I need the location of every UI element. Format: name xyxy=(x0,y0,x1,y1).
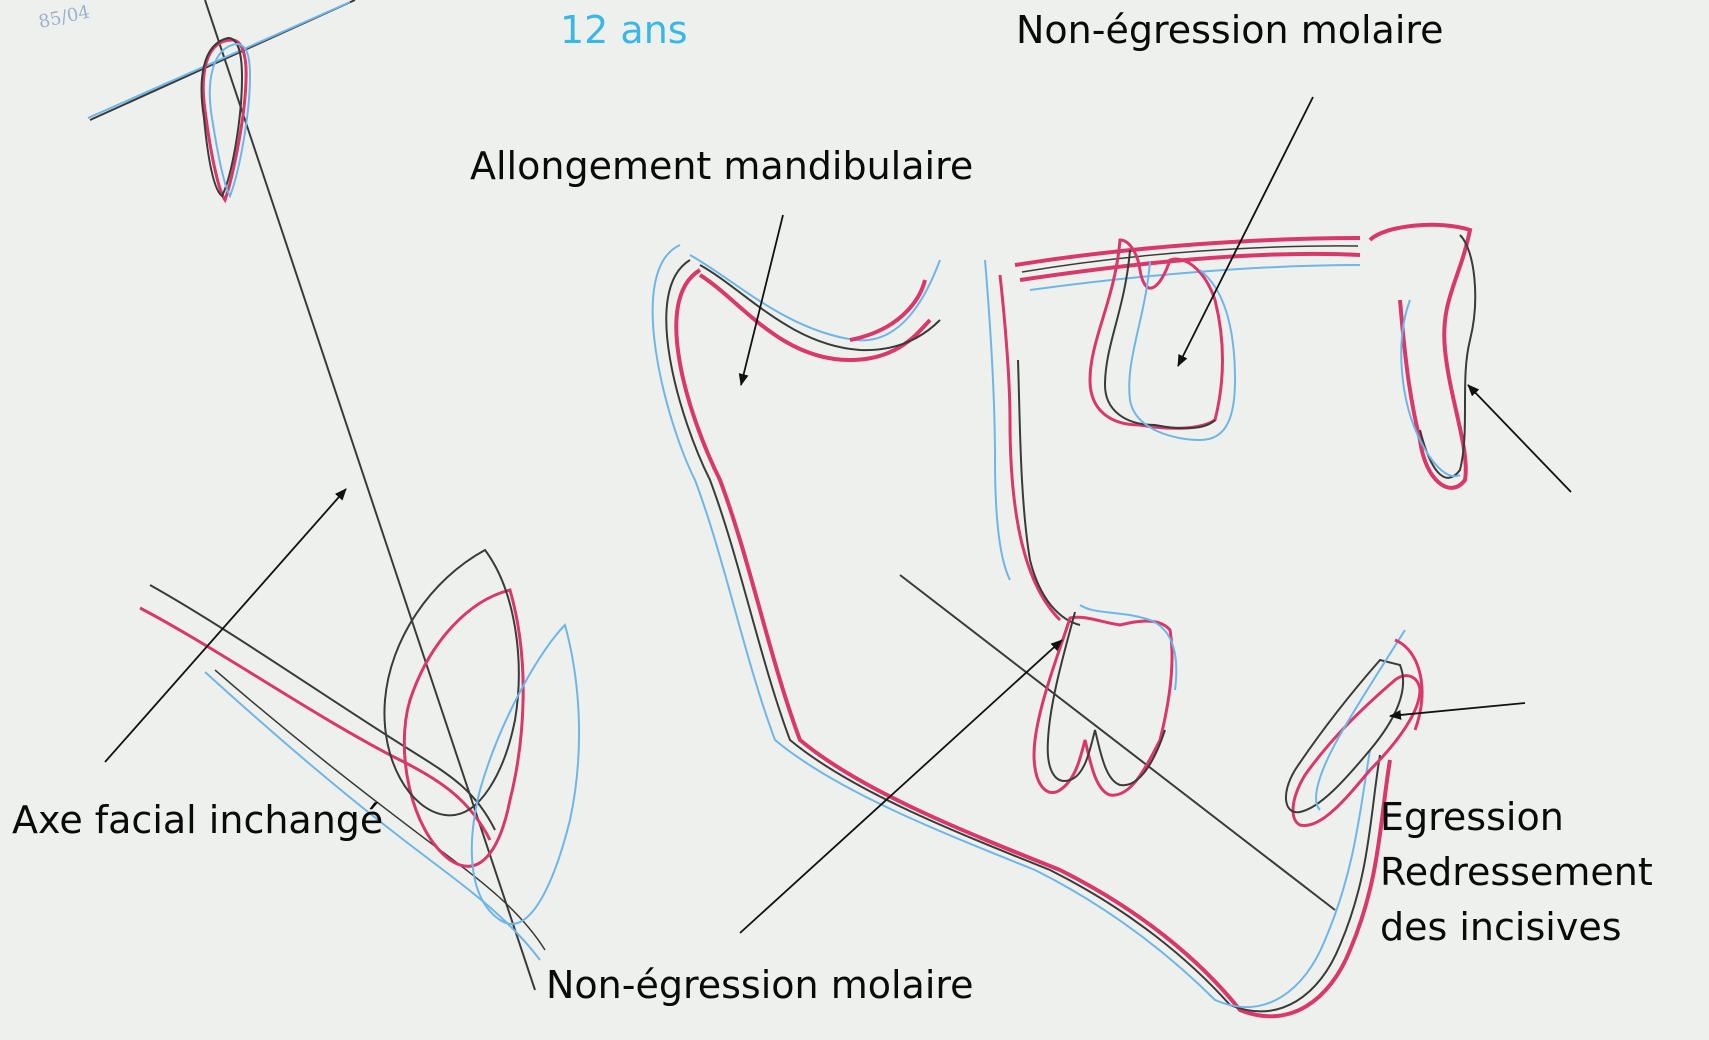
allongement-mandibulaire-label: Allongement mandibulaire xyxy=(470,144,973,190)
chin-profile-tracing xyxy=(140,550,579,960)
incisor-change-label: Egression Redressement des incisives xyxy=(1380,790,1653,955)
arrow-allongement xyxy=(741,215,783,385)
axe-facial-inchange-label: Axe facial inchangé xyxy=(12,798,383,844)
handwritten-note: 85/04 xyxy=(37,2,92,33)
lower-molar-tracing xyxy=(1034,605,1176,795)
arrow-axe-facial xyxy=(105,489,346,762)
egression-text: Egression xyxy=(1380,790,1653,845)
age-label: 12 ans xyxy=(560,8,688,54)
arrow-non-egression-lower xyxy=(740,640,1062,933)
mandible-tracing xyxy=(653,245,1390,1016)
redressement-text: Redressement xyxy=(1380,845,1653,900)
maxilla-tracing xyxy=(1015,225,1475,488)
ramus-inner-tracing xyxy=(900,260,1335,910)
arrow-upper-incisor xyxy=(1468,385,1571,492)
des-incisives-text: des incisives xyxy=(1380,900,1653,955)
non-egression-molaire-lower-label: Non-égression molaire xyxy=(546,963,974,1009)
arrow-non-egression-upper xyxy=(1178,97,1313,366)
non-egression-molaire-upper-label: Non-égression molaire xyxy=(1016,8,1444,54)
arrow-lower-incisor xyxy=(1390,703,1525,716)
